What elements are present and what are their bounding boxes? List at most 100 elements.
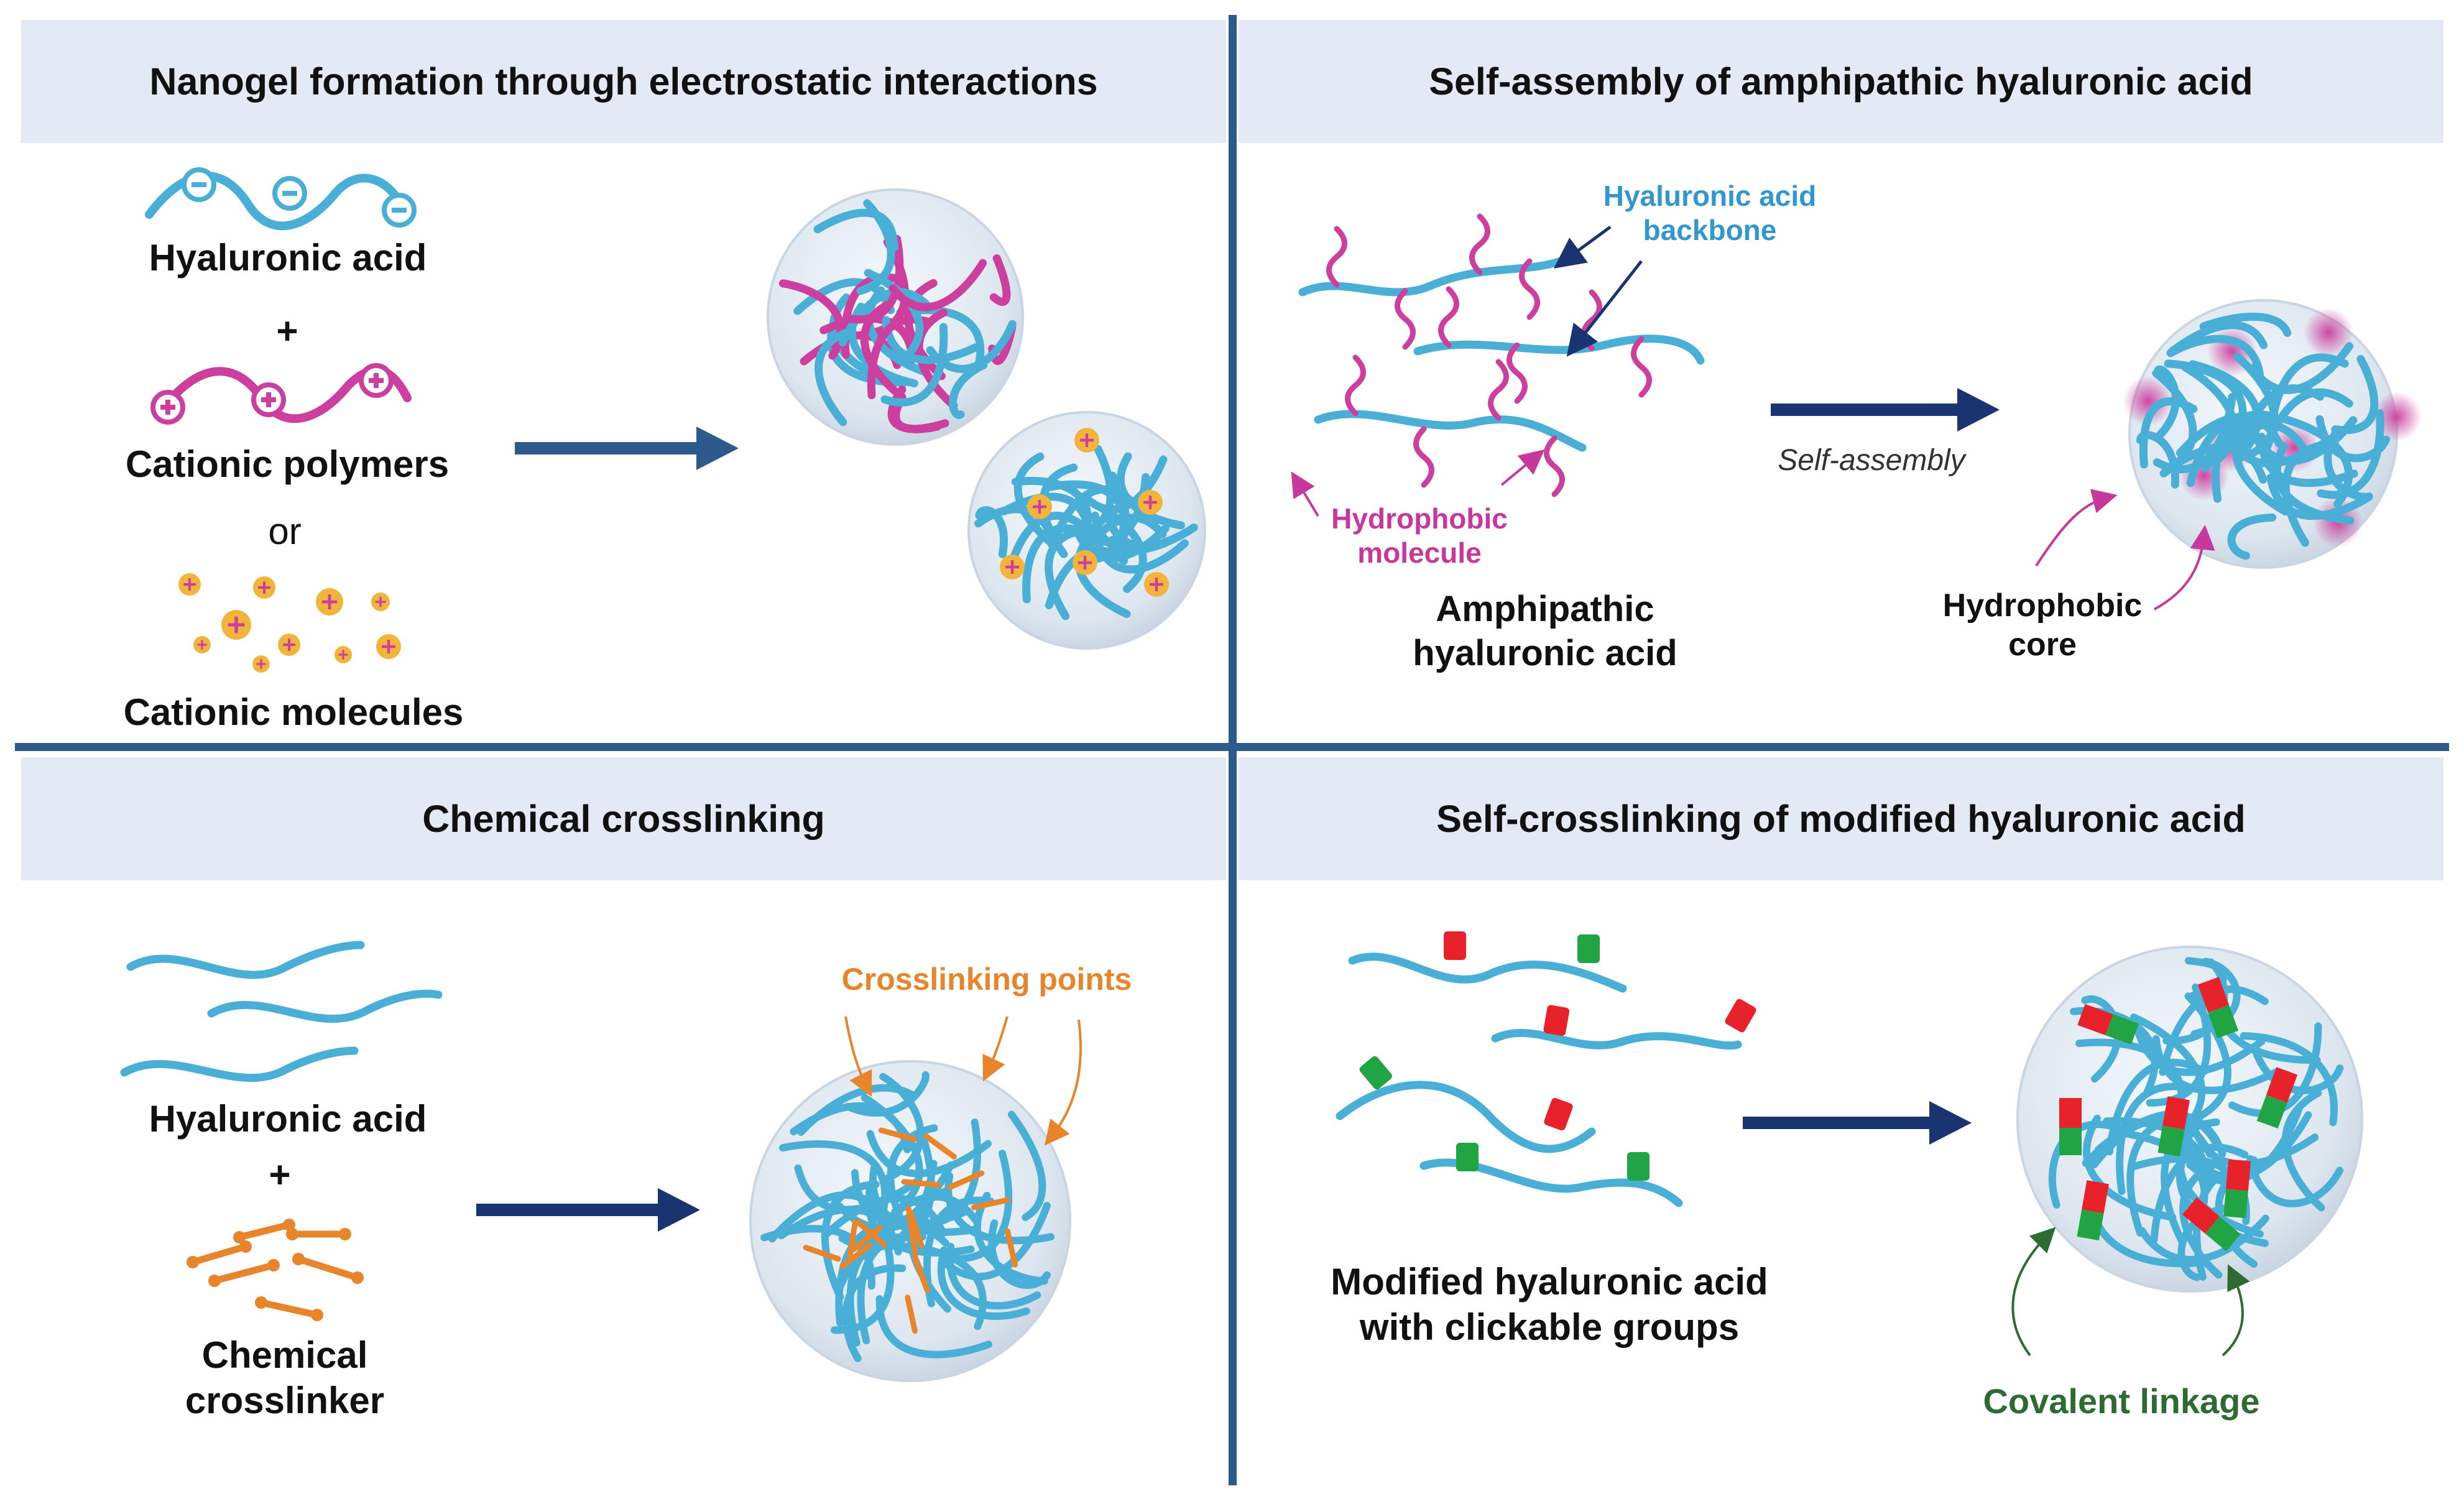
- click-group-body: [1444, 931, 1466, 960]
- plus-sign: [382, 640, 395, 653]
- hydrophobic-side-chain: [1469, 213, 1490, 275]
- panel-title-electrostatic: Nanogel formation through electrostatic …: [149, 60, 1098, 103]
- plus-sign: [1078, 556, 1092, 570]
- label-hyaluronic-acid-backbone: Hyaluronic acid backbone: [1603, 179, 1817, 247]
- hydrophobic-side-chain: [1544, 435, 1565, 497]
- label-or: or: [268, 510, 302, 552]
- polymer-strand: [2164, 359, 2247, 440]
- plus-sign: [1033, 500, 1046, 514]
- polymer-strand: [1045, 526, 1086, 620]
- ha-backbone: [1314, 410, 1587, 452]
- crosslink-bond: [971, 1197, 1010, 1211]
- polymer-strand: [974, 1191, 1048, 1285]
- polymer-strand: [1007, 1110, 1046, 1221]
- polymer-strand: [875, 1295, 992, 1358]
- polymer-strand: [1050, 485, 1135, 547]
- red-click-group: [1543, 1005, 1570, 1036]
- covalent-link: [2157, 1096, 2190, 1157]
- hydrophobic-core-cluster: [2123, 376, 2173, 426]
- label-hyaluronic-acid-3: Hyaluronic acid: [149, 1098, 427, 1140]
- crosslink-bond: [803, 1245, 841, 1262]
- label-self-assembly-process: Self-assembly: [1778, 444, 1965, 477]
- crosslinker-bar: [189, 1243, 249, 1266]
- hydrophobic-side-chain: [1326, 226, 1347, 288]
- crosslink-bond: [878, 1127, 918, 1142]
- polymer-strand: [1093, 538, 1189, 574]
- label-backbone-line2: backbone: [1643, 214, 1777, 247]
- crosslinker-molecules: [187, 1219, 364, 1321]
- click-group-body: [1577, 934, 1600, 963]
- label-covalent-linkage: Covalent linkage: [1983, 1381, 2260, 1421]
- click-crosslinked-nanogel: [2016, 946, 2363, 1293]
- polymer-strand: [989, 254, 1011, 306]
- hydrophobic-side-chain: [1395, 288, 1416, 350]
- ha-strands: [120, 941, 443, 1082]
- ha-backbone: [1413, 334, 1705, 365]
- hydrophobic-side-chain: [1488, 359, 1509, 421]
- crosslinker-end: [233, 1231, 246, 1243]
- crosslinker-bar: [236, 1221, 293, 1241]
- label-amphipathic-line2: hyaluronic acid: [1413, 632, 1677, 673]
- crosslinker-end: [208, 1275, 221, 1287]
- polymer-strand: [2248, 342, 2354, 394]
- plus-sign: [228, 616, 245, 634]
- label-crosslinking-points: Crosslinking points: [841, 962, 1132, 997]
- polymer-strand: [1074, 529, 1131, 618]
- plus-sign: [183, 578, 196, 591]
- plus-sign: [258, 581, 270, 594]
- polymer-strand: [2281, 441, 2327, 547]
- green-click-group: [1577, 934, 1600, 963]
- linkage-red-half: [2077, 1003, 2113, 1036]
- crosslinking-point-arrows: [844, 1016, 1082, 1146]
- polymer-strand: [2227, 513, 2277, 560]
- hydrophobic-side-chain: [1519, 258, 1540, 320]
- crosslink-bond: [907, 1218, 919, 1258]
- crosslink-bond: [901, 1179, 941, 1188]
- polymer-strand: [1022, 524, 1085, 604]
- crosslink-bond: [855, 1219, 887, 1248]
- label-cationic-molecules: Cationic molecules: [123, 691, 464, 733]
- plus-sign: [283, 639, 295, 651]
- crosslink-bond: [912, 1255, 930, 1293]
- plus-sign: [1005, 560, 1019, 574]
- click-group-body: [1543, 1005, 1570, 1036]
- nanogel-polymer-complex: [767, 188, 1024, 446]
- linkage-green-half: [2205, 1216, 2241, 1252]
- linkage-green-half: [2105, 1014, 2139, 1045]
- hydrophobic-core-cluster: [2372, 392, 2422, 441]
- polymer-strand: [1011, 476, 1092, 537]
- hydrophobic-side-chain: [1345, 354, 1366, 417]
- green-click-group: [1359, 1056, 1392, 1090]
- polymer-strand: [879, 1072, 925, 1183]
- crosslinker-end: [339, 1228, 351, 1240]
- green-click-group: [1627, 1152, 1650, 1181]
- cationic-polymer-chain: [150, 363, 412, 425]
- hydrophobic-side-chain: [1413, 426, 1434, 488]
- cationic-molecules-cluster: [178, 573, 401, 673]
- label-modified-ha: Modified hyaluronic acid with clickable …: [1331, 1259, 1768, 1350]
- nanogel-molecule-complex: [967, 411, 1206, 650]
- polymer-strand: [779, 1140, 889, 1213]
- label-hydrophobic-line1: Hydrophobic: [1331, 502, 1508, 535]
- polymer-strand: [944, 1150, 1013, 1263]
- linkage-green-half: [2223, 1189, 2248, 1219]
- polymer-strand: [2082, 1116, 2214, 1167]
- crosslinker-end: [292, 1253, 305, 1265]
- red-click-group: [1725, 999, 1756, 1033]
- plus-sign: [338, 650, 348, 660]
- polymer-strand: [974, 505, 1056, 549]
- hydrophobic-side-chain: [1507, 342, 1528, 404]
- polymer-strand: [907, 1118, 982, 1227]
- crosslinker-end: [255, 1296, 267, 1309]
- polymer-strand: [880, 323, 948, 407]
- crosslink-bond: [947, 1170, 985, 1190]
- label-modified-line1: Modified hyaluronic acid: [1331, 1261, 1768, 1303]
- polymer-strand: [937, 1246, 1030, 1320]
- covalent-link: [2077, 1180, 2109, 1241]
- polymer-strand: [2116, 1082, 2196, 1196]
- polymer-strand: [2273, 442, 2355, 525]
- arrow-electrostatic: [515, 427, 739, 470]
- linkage-green-half: [2059, 1128, 2082, 1155]
- label-crosslinker-line2: crosslinker: [185, 1380, 385, 1422]
- arrow-chemical: [476, 1188, 700, 1232]
